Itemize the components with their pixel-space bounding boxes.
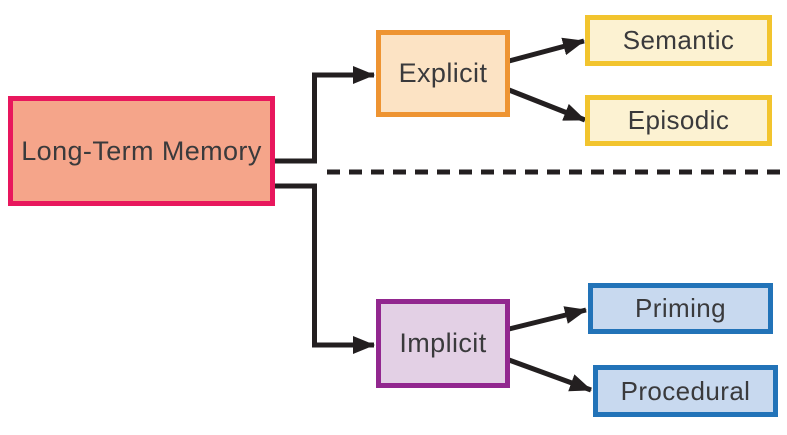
node-procedural: Procedural [593, 365, 778, 417]
node-semantic: Semantic [585, 15, 772, 66]
node-implicit: Implicit [376, 299, 510, 388]
arrow-root-to-implicit [275, 183, 375, 354]
node-priming: Priming [588, 283, 773, 334]
node-implicit-label: Implicit [399, 328, 487, 358]
node-explicit-label: Explicit [398, 58, 488, 88]
node-long-term-memory: Long-Term Memory [8, 96, 275, 206]
node-long-term-memory-label: Long-Term Memory [21, 135, 262, 166]
node-episodic: Episodic [585, 95, 772, 146]
arrow-implicit-to-procedural [508, 357, 592, 393]
node-semantic-label: Semantic [622, 25, 735, 55]
arrow-root-to-explicit [275, 66, 375, 164]
node-explicit: Explicit [376, 30, 510, 117]
node-priming-label: Priming [635, 293, 726, 323]
arrow-explicit-to-episodic [508, 87, 586, 123]
node-procedural-label: Procedural [620, 375, 751, 406]
node-episodic-label: Episodic [627, 105, 730, 135]
arrow-implicit-to-priming [508, 306, 587, 332]
arrow-explicit-to-semantic [508, 37, 585, 64]
